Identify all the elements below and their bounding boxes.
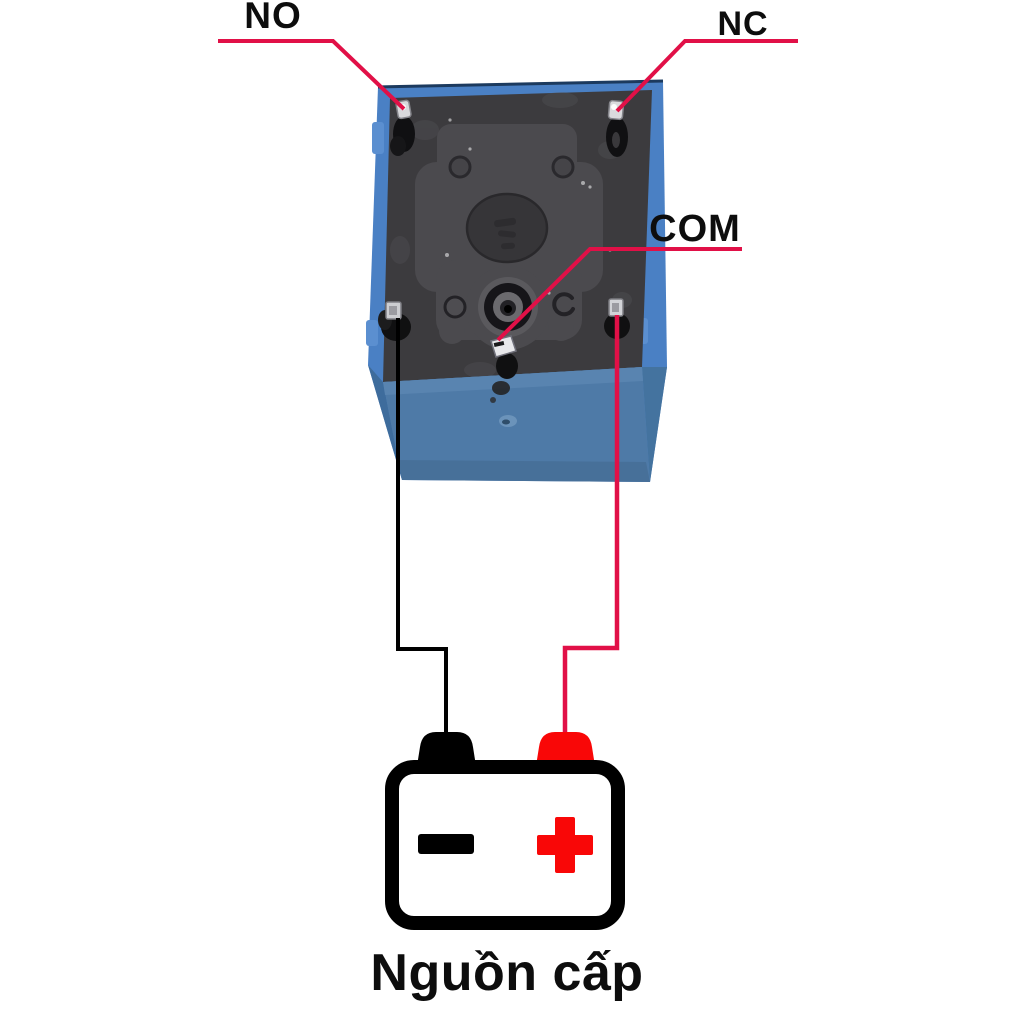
battery-positive-terminal xyxy=(536,732,595,766)
molding-c-mark xyxy=(552,292,575,317)
plus-icon xyxy=(537,817,593,873)
power-supply-caption: Nguồn cấp xyxy=(370,944,644,1002)
minus-icon xyxy=(418,834,474,854)
no-label: NO xyxy=(244,0,302,36)
relay-image xyxy=(366,79,667,482)
mounting-tab xyxy=(366,320,378,346)
com-boss xyxy=(478,277,538,337)
com-pin xyxy=(490,335,518,403)
battery-icon xyxy=(385,732,625,930)
positive-wire xyxy=(562,315,620,744)
molding-hole xyxy=(551,155,575,179)
nc-leader-line xyxy=(615,39,798,113)
no-leader-line xyxy=(218,39,406,111)
relay-front-face xyxy=(383,367,650,482)
battery-body xyxy=(385,760,625,930)
molding-hole xyxy=(443,295,467,319)
front-face-dimple xyxy=(499,415,517,427)
com-label: COM xyxy=(649,208,741,250)
battery-negative-terminal xyxy=(417,732,476,766)
mounting-tab xyxy=(372,122,384,154)
negative-wire xyxy=(396,318,448,744)
nc-label: NC xyxy=(717,5,769,43)
relay-left-face xyxy=(368,365,402,480)
relay-face-texture xyxy=(390,92,632,378)
relay-right-face xyxy=(642,367,667,482)
molding-hole xyxy=(448,155,472,179)
com-leader-line xyxy=(496,247,742,342)
relay-core-ellipse xyxy=(465,192,549,264)
